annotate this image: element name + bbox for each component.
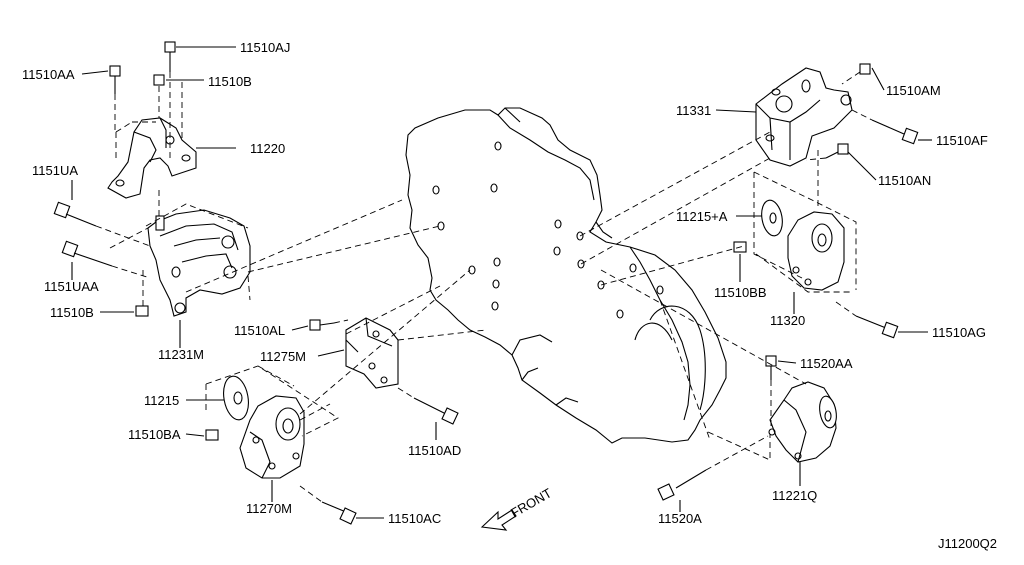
front-arrow: FRONT [480, 485, 554, 531]
label-11320: 11320 [770, 313, 805, 328]
mount-bracket-11220 [107, 117, 197, 199]
bolts-upper-left [53, 41, 251, 317]
bracket-11275M [309, 317, 459, 425]
label-11510AG: 11510AG [932, 325, 986, 340]
label-11510B-bottom: 11510B [50, 305, 94, 320]
mount-11270M [205, 365, 357, 525]
engine-block [405, 107, 727, 444]
label-11510BA: 11510BA [128, 427, 181, 442]
label-11520AA: 11520AA [800, 356, 853, 371]
label-11215A: 11215+A [676, 209, 728, 224]
label-11231M: 11231M [158, 347, 204, 362]
label-11520A: 11520A [658, 511, 702, 526]
leader-lines [71, 46, 932, 519]
front-label: FRONT [508, 485, 554, 520]
label-11510AF: 11510AF [936, 133, 988, 148]
label-11510AD: 11510AD [408, 443, 461, 458]
label-1151UAA: 1151UAA [44, 279, 99, 294]
label-11331: 11331 [676, 103, 711, 118]
mount-bracket-11231M [147, 209, 251, 317]
label-11220: 11220 [250, 141, 285, 156]
mount-11221Q [657, 355, 837, 501]
mount-11320 [733, 171, 899, 339]
label-1151UA: 1151UA [32, 163, 78, 178]
label-11510AM: 11510AM [886, 83, 941, 98]
label-11510AN: 11510AN [878, 173, 931, 188]
label-11215: 11215 [144, 393, 179, 408]
label-11275M: 11275M [260, 349, 306, 364]
label-11510BB: 11510BB [714, 285, 767, 300]
bracket-11331 [755, 63, 919, 208]
label-11510AL: 11510AL [234, 323, 285, 338]
diagram-code: J11200Q2 [938, 536, 997, 551]
label-11221Q: 11221Q [772, 488, 817, 503]
label-11510AC: 11510AC [388, 511, 441, 526]
connection-lines [185, 131, 807, 461]
label-11510AA: 11510AA [22, 67, 75, 82]
label-11510B-top: 11510B [208, 74, 252, 89]
label-11270M: 11270M [246, 501, 292, 516]
label-11510AJ: 11510AJ [240, 40, 290, 55]
part-labels: 11510AJ 11510AA 11510B 11220 1151UA 1151… [22, 40, 997, 551]
